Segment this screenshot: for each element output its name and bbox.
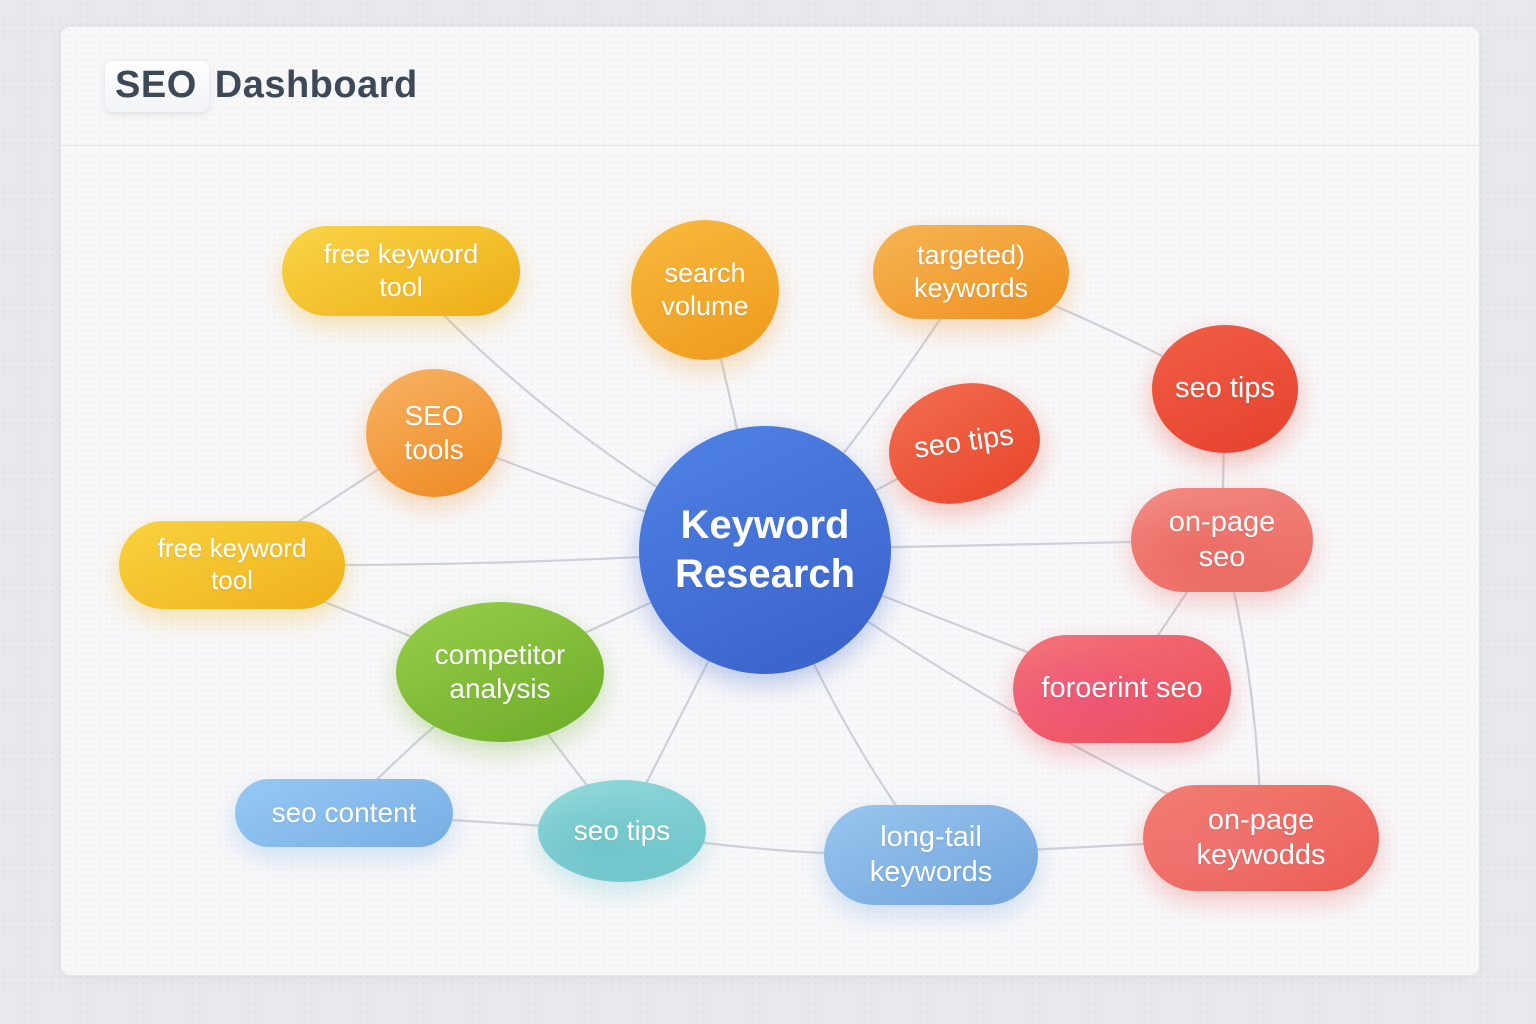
node-free-keyword-tool-left[interactable]: free keyword tool <box>119 521 345 609</box>
node-seo-content[interactable]: seo content <box>235 779 453 847</box>
node-seo-tips-teal[interactable]: seo tips <box>538 780 706 882</box>
node-on-page-seo[interactable]: on-page seo <box>1131 488 1313 592</box>
node-free-keyword-tool-top[interactable]: free keyword tool <box>282 226 520 316</box>
node-label-targeted-keywords: targeted) keywords <box>913 240 1029 303</box>
node-label-free-keyword-tool-top: free keyword tool <box>323 239 479 302</box>
node-label-on-page-keywodds: on-page keywodds <box>1196 803 1326 871</box>
node-label-on-page-seo: on-page seo <box>1168 505 1276 573</box>
node-keyword-research[interactable]: Keyword Research <box>639 426 891 674</box>
node-seo-tools[interactable]: SEO tools <box>366 369 502 497</box>
node-competitor-analysis[interactable]: competitor analysis <box>396 602 604 742</box>
node-label-keyword-research: Keyword Research <box>674 503 856 596</box>
panel-header: SEO Dashboard <box>61 27 1479 146</box>
title-secondary: Dashboard <box>214 63 418 106</box>
node-label-seo-tips-teal: seo tips <box>573 814 671 846</box>
node-label-search-volume: search volume <box>661 258 749 321</box>
node-targeted-keywords[interactable]: targeted) keywords <box>873 225 1069 319</box>
node-on-page-keywodds[interactable]: on-page keywodds <box>1143 785 1379 891</box>
node-long-tail-keywords[interactable]: long-tail keywords <box>824 805 1038 905</box>
node-label-free-keyword-tool-left: free keyword tool <box>157 533 307 595</box>
node-label-seo-tips-right: seo tips <box>1175 372 1275 405</box>
node-foroerint-seo[interactable]: foroerint seo <box>1013 635 1231 743</box>
node-seo-tips-right[interactable]: seo tips <box>1152 325 1298 453</box>
node-label-seo-tips-mid: seo tips <box>912 419 1016 466</box>
node-label-seo-tools: SEO tools <box>404 399 464 465</box>
page-title: SEO Dashboard <box>105 60 418 112</box>
node-label-competitor-analysis: competitor analysis <box>434 638 566 704</box>
node-label-foroerint-seo: foroerint seo <box>1041 672 1203 705</box>
node-search-volume[interactable]: search volume <box>631 220 779 360</box>
node-label-long-tail-keywords: long-tail keywords <box>869 820 993 888</box>
node-label-seo-content: seo content <box>271 796 417 828</box>
title-highlight-chip: SEO <box>105 60 209 112</box>
title-primary: SEO <box>115 63 197 106</box>
